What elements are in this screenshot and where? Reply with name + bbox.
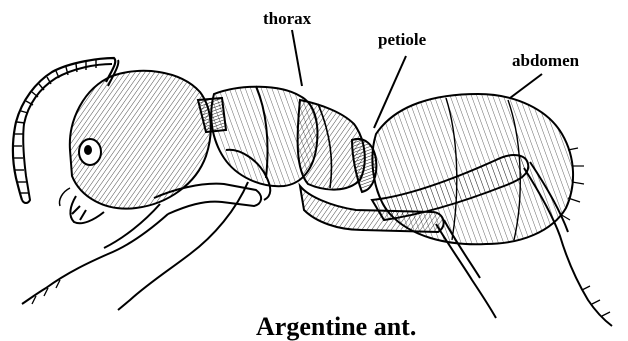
abdomen-pointer [510,74,542,98]
label-thorax: thorax [263,10,311,27]
head [59,71,210,223]
figure-caption: Argentine ant. [256,314,416,340]
thorax-pointer [292,30,302,86]
label-petiole: petiole [378,31,426,48]
thorax [211,86,365,190]
label-abdomen: abdomen [512,52,579,69]
